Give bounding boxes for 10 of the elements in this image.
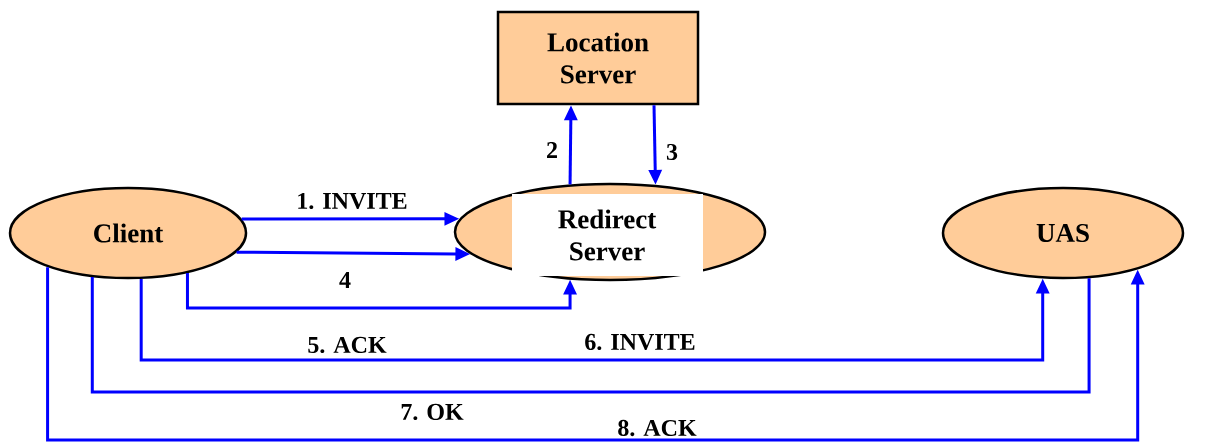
edge-label: 3 xyxy=(665,142,679,162)
server-box: Location Server xyxy=(496,10,700,106)
arrow xyxy=(185,273,577,310)
edge-label: 2 xyxy=(545,141,559,159)
edge-label: 4 xyxy=(338,271,352,289)
edge-label: 1. INVITE xyxy=(295,191,409,211)
edge-label: 8. ACK xyxy=(616,418,698,438)
edge-label: 6. INVITE xyxy=(583,332,697,352)
edge-label: 5. ACK xyxy=(306,335,388,355)
edge-label: 7. OK xyxy=(399,402,465,422)
